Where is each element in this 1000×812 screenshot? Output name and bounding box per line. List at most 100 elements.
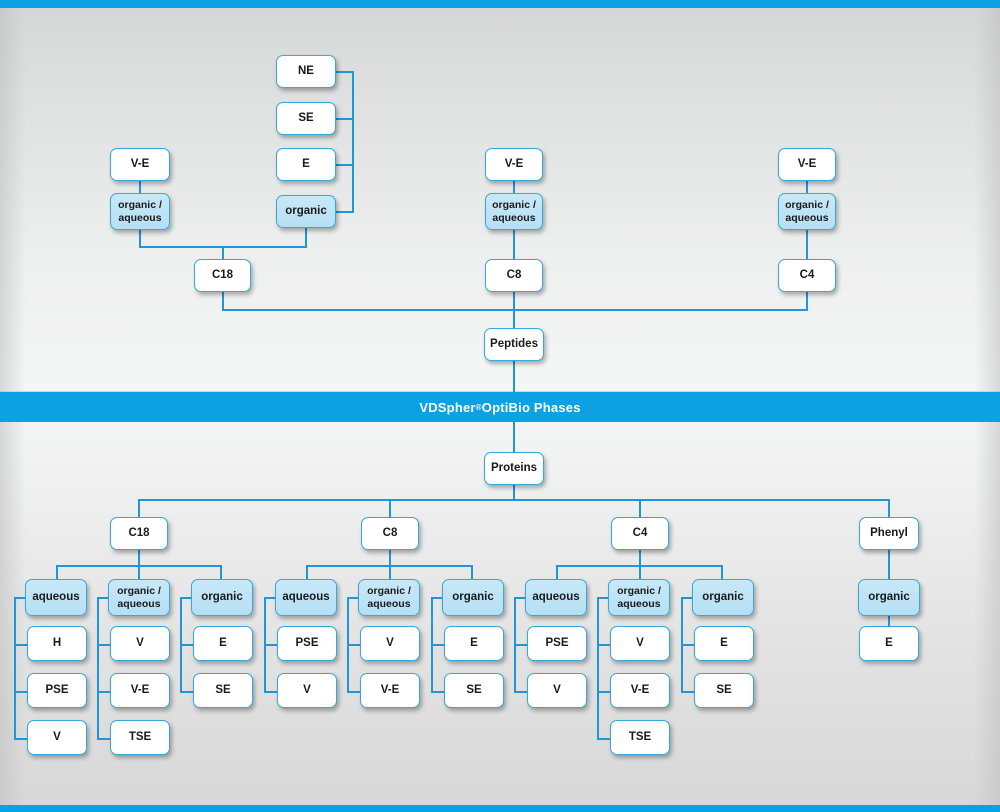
protein-sorbent-c8[interactable]: C8 <box>361 517 419 550</box>
connector-r-c18-mode-oa-drop <box>138 565 140 580</box>
connector-r-c8-oa-stub-mode <box>347 597 360 599</box>
connector-r-c18-org-stub-2 <box>180 691 193 693</box>
protein-c4-org-child-e[interactable]: E <box>694 626 754 661</box>
connector-r-c8-mode-aqueous-drop <box>306 565 308 580</box>
connector-proteins-bus <box>138 499 889 501</box>
connector-r-c8-aq-stub-2 <box>264 691 277 693</box>
top-accent-bar <box>0 0 1000 8</box>
peptide-c18-org-child-e[interactable]: E <box>276 148 336 181</box>
connector-r-c8-org-stub-mode <box>431 597 444 599</box>
product-banner: VDSpher® OptiBio Phases <box>0 392 1000 422</box>
mode-label: organic /aqueous <box>785 199 829 224</box>
connector-r-c18-org-stub-mode <box>180 597 193 599</box>
protein-c4-mode-organic-aqueous[interactable]: organic /aqueous <box>608 579 670 616</box>
protein-c18-mode-organic-aqueous[interactable]: organic /aqueous <box>108 579 170 616</box>
connector-r-c4-oa-stub-2 <box>597 691 610 693</box>
peptide-c4-oa-child-ve[interactable]: V-E <box>778 148 836 181</box>
mode-label: organic /aqueous <box>118 199 162 224</box>
protein-c4-oa-child-tse[interactable]: TSE <box>610 720 670 755</box>
connector-proteins-drop <box>513 485 515 500</box>
peptide-sorbent-c8[interactable]: C8 <box>485 259 543 292</box>
peptide-c18-org-child-se[interactable]: SE <box>276 102 336 135</box>
protein-c18-aq-child-v[interactable]: V <box>27 720 87 755</box>
connector-r-c4-to-modebus <box>639 550 641 566</box>
protein-c18-aq-child-h[interactable]: H <box>27 626 87 661</box>
connector-r-phenyl-org-to-child <box>888 616 890 626</box>
protein-c18-org-child-e[interactable]: E <box>193 626 253 661</box>
connector-p-c18-org-stub-ne <box>336 71 354 73</box>
protein-c18-oa-child-v[interactable]: V <box>110 626 170 661</box>
connector-r-c4-drop <box>639 499 641 518</box>
connector-p-c18-down <box>222 292 224 310</box>
connector-r-c4-org-stub-2 <box>681 691 694 693</box>
protein-c18-mode-organic[interactable]: organic <box>191 579 253 616</box>
connector-r-c8-mode-org-drop <box>471 565 473 580</box>
connector-r-c4-aq-stub-2 <box>514 691 527 693</box>
protein-c18-oa-child-tse[interactable]: TSE <box>110 720 170 755</box>
protein-c4-oa-child-ve[interactable]: V-E <box>610 673 670 708</box>
peptide-c18-mode-organic-aqueous[interactable]: organic /aqueous <box>110 193 170 230</box>
connector-r-c8-org-stub-2 <box>431 691 444 693</box>
connector-peptides-to-banner <box>513 361 515 393</box>
protein-sorbent-phenyl[interactable]: Phenyl <box>859 517 919 550</box>
connector-p-c8-down <box>513 292 515 310</box>
protein-c8-org-child-se[interactable]: SE <box>444 673 504 708</box>
peptide-c4-mode-organic-aqueous[interactable]: organic /aqueous <box>778 193 836 230</box>
protein-c8-mode-organic-aqueous[interactable]: organic /aqueous <box>358 579 420 616</box>
protein-c8-aq-child-v[interactable]: V <box>277 673 337 708</box>
connector-r-c18-to-modebus <box>138 550 140 566</box>
peptide-c8-oa-child-ve[interactable]: V-E <box>485 148 543 181</box>
connector-p-c8-ve-to-oa <box>513 181 515 193</box>
protein-phenyl-mode-organic[interactable]: organic <box>858 579 920 616</box>
protein-sorbent-c4[interactable]: C4 <box>611 517 669 550</box>
protein-c8-oa-child-ve[interactable]: V-E <box>360 673 420 708</box>
connector-p-c4-oa-to-sorbent <box>806 230 808 259</box>
protein-c18-oa-child-ve[interactable]: V-E <box>110 673 170 708</box>
protein-c8-aq-child-pse[interactable]: PSE <box>277 626 337 661</box>
connector-p-c18-bus-to-node <box>222 246 224 261</box>
connector-r-c18-aq-stub-1 <box>14 644 27 646</box>
peptide-c8-mode-organic-aqueous[interactable]: organic /aqueous <box>485 193 543 230</box>
protein-sorbent-c18[interactable]: C18 <box>110 517 168 550</box>
connector-r-c18-oa-stub-mode <box>97 597 110 599</box>
connector-banner-to-proteins <box>513 421 515 452</box>
peptide-sorbent-c18[interactable]: C18 <box>194 259 251 292</box>
protein-c8-oa-child-v[interactable]: V <box>360 626 420 661</box>
peptide-c18-mode-organic[interactable]: organic <box>276 195 336 228</box>
protein-c4-aq-child-pse[interactable]: PSE <box>527 626 587 661</box>
protein-c4-org-child-se[interactable]: SE <box>694 673 754 708</box>
connector-r-c18-org-stub-1 <box>180 644 193 646</box>
mode-label: organic /aqueous <box>492 199 536 224</box>
protein-c8-mode-organic[interactable]: organic <box>442 579 504 616</box>
peptide-sorbent-c4[interactable]: C4 <box>778 259 836 292</box>
banner-suffix: OptiBio Phases <box>481 399 581 415</box>
group-peptides[interactable]: Peptides <box>484 328 544 361</box>
protein-c18-org-child-se[interactable]: SE <box>193 673 253 708</box>
connector-r-c8-oa-stub-1 <box>347 644 360 646</box>
group-proteins[interactable]: Proteins <box>484 452 544 485</box>
connector-r-c4-org-stub-mode <box>681 597 694 599</box>
connector-p-c4-down <box>806 292 808 310</box>
connector-p-c18-org-stub-e <box>336 164 354 166</box>
protein-c8-mode-aqueous[interactable]: aqueous <box>275 579 337 616</box>
protein-c4-aq-child-v[interactable]: V <box>527 673 587 708</box>
connector-r-c18-mode-aqueous-drop <box>56 565 58 580</box>
connector-r-c4-mode-org-drop <box>721 565 723 580</box>
connector-peptides-bus <box>222 309 808 311</box>
peptide-c18-org-child-ne[interactable]: NE <box>276 55 336 88</box>
protein-c18-mode-aqueous[interactable]: aqueous <box>25 579 87 616</box>
connector-r-c8-to-modebus <box>389 550 391 566</box>
connector-p-c8-oa-to-sorbent <box>513 230 515 259</box>
peptide-c18-oa-child-ve[interactable]: V-E <box>110 148 170 181</box>
connector-p-c18-ve-to-oa <box>139 181 141 193</box>
protein-c4-mode-organic[interactable]: organic <box>692 579 754 616</box>
protein-c4-oa-child-v[interactable]: V <box>610 626 670 661</box>
registered-mark-icon: ® <box>475 402 482 412</box>
connector-r-c4-mode-aqueous-drop <box>556 565 558 580</box>
protein-phenyl-org-child-e[interactable]: E <box>859 626 919 661</box>
protein-c8-org-child-e[interactable]: E <box>444 626 504 661</box>
protein-c4-mode-aqueous[interactable]: aqueous <box>525 579 587 616</box>
connector-p-c4-ve-to-oa <box>806 181 808 193</box>
protein-c18-aq-child-pse[interactable]: PSE <box>27 673 87 708</box>
